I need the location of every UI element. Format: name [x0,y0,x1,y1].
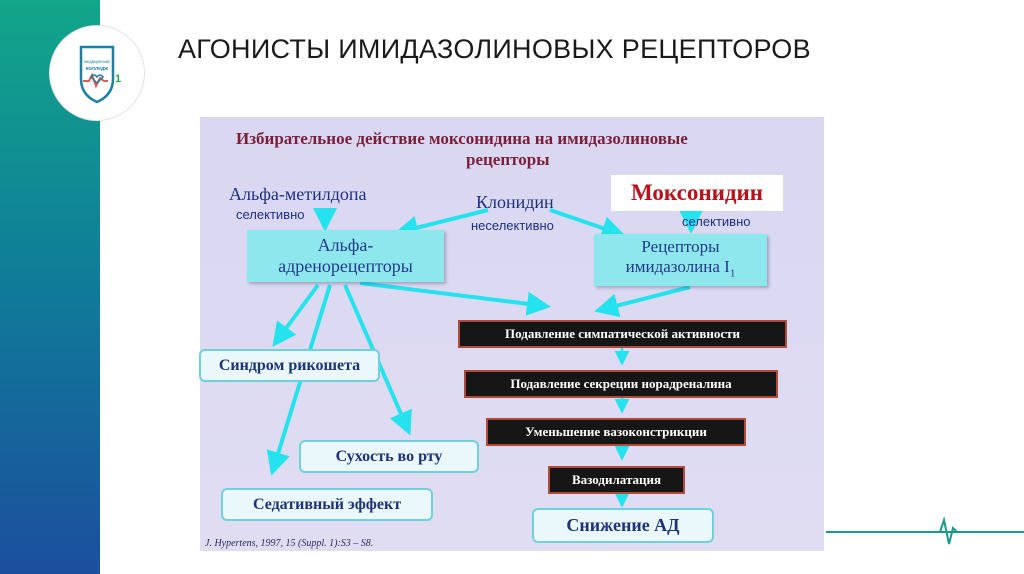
drug-alpha-methyldopa-note: селективно [236,207,305,222]
chain-step-vasodilation: Вазодилатация [548,466,685,494]
arrow-alpha-to-sympathetic [359,281,551,316]
logo-number: 1 [115,73,121,85]
figure-heading-line1: Избирательное действие моксонидина на им… [236,129,688,148]
logo-text-line1: медицинский [84,59,110,64]
imidazoline-receptors-box: Рецепторы имидазолина I1 [594,234,767,286]
imidazoline-receptor-subscript: 1 [729,267,736,280]
alpha-receptor-line2: адренорецепторы [278,256,413,276]
citation: J. Hypertens, 1997, 15 (Suppl. 1):S3 – S… [205,538,374,549]
drug-moxonidine-box: Моксонидин [611,175,783,211]
side-effect-sedation: Седативный эффект [221,488,433,521]
heartbeat-line-icon [930,516,970,545]
logo-text-line2: колледж [86,66,108,72]
arrow-alpha-to-rebound [272,283,320,347]
alpha-adrenoreceptors-box: Альфа- адренорецепторы [247,230,444,282]
chain-step-vasoconstriction: Уменьшение вазоконстрикции [486,418,746,446]
college-logo: медицинский колледж 1 [50,26,144,120]
alpha-receptor-line1: Альфа- [317,235,374,255]
drug-moxonidine-note: селективно [682,214,751,229]
imidazoline-receptor-line2: имидазолина I [625,256,730,276]
drug-clonidine: Клонидин [476,192,554,212]
heart-icon [90,74,104,85]
figure-heading-line2: рецепторы [466,150,550,169]
arrow-clonidine-to-imidazoline [549,208,626,240]
drug-alpha-methyldopa: Альфа-метилдопа [229,184,367,204]
chain-step-sympathetic: Подавление симпатической активности [458,320,787,348]
imidazoline-receptor-line1: Рецепторы [641,236,720,256]
chain-step-noradrenaline: Подавление секреции норадреналина [464,370,778,398]
arrow-imidazoline-to-sympathetic [594,285,691,318]
slide-title: АГОНИСТЫ ИМИДАЗОЛИНОВЫХ РЕЦЕПТОРОВ [178,34,811,64]
heartbeat-icon [83,72,108,89]
drug-clonidine-note: неселективно [471,218,554,233]
result-blood-pressure: Снижение АД [532,508,714,543]
arrow-clonidine-to-alpha [394,208,489,240]
side-effect-dry-mouth: Сухость во рту [299,440,479,473]
side-effect-rebound: Синдром рикошета [199,349,380,382]
college-logo-icon: медицинский колледж 1 [79,45,121,104]
drug-moxonidine: Моксонидин [631,180,763,205]
footer-line [826,531,1024,533]
